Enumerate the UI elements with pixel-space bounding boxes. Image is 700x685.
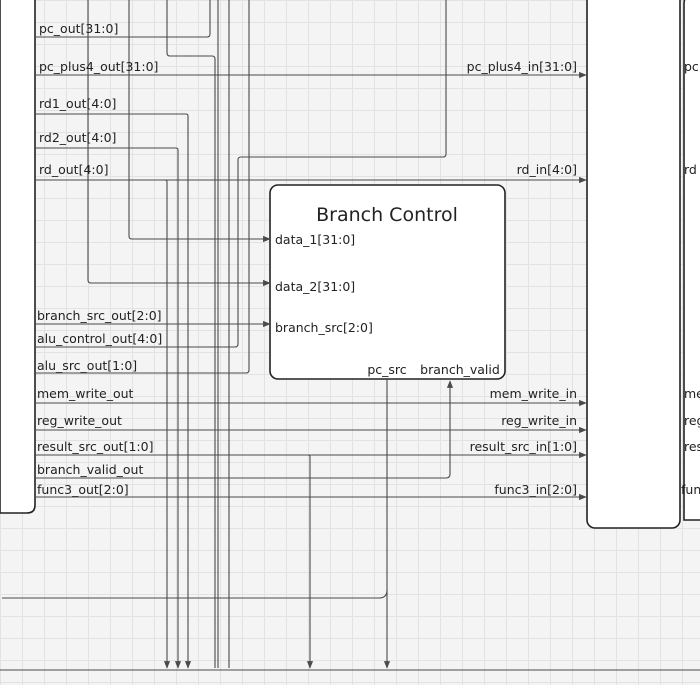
- wires-upward: [35, 0, 447, 668]
- input-port-label: branch_src[2:0]: [275, 320, 373, 335]
- far-right-pipeline-register[interactable]: [683, 0, 700, 521]
- port-label: branch_valid_out: [37, 462, 143, 477]
- wires-into-branch-control: [35, 0, 271, 328]
- port-label: pc_out[31:0]: [39, 21, 118, 36]
- left-pipeline-register[interactable]: [0, 0, 36, 514]
- wires-branch-control-outputs: [2, 379, 454, 669]
- port-label: branch_src_out[2:0]: [37, 308, 162, 323]
- port-label: rd1_out[4:0]: [39, 96, 116, 111]
- wires-to-bottom: [35, 0, 314, 669]
- port-label: func: [681, 482, 700, 497]
- port-label: reg_write_out: [37, 413, 122, 428]
- right-pipeline-register[interactable]: [586, 0, 681, 529]
- port-label: mem_write_out: [37, 386, 134, 401]
- port-label: pc_plus4_out[31:0]: [39, 59, 158, 74]
- port-label: func3_out[2:0]: [37, 482, 129, 497]
- port-label: res: [684, 439, 700, 454]
- port-label: mem_write_in: [490, 386, 577, 401]
- port-label: alu_control_out[4:0]: [37, 331, 162, 346]
- input-port-label: data_1[31:0]: [275, 232, 355, 247]
- port-label: rd_in[4:0]: [517, 162, 577, 177]
- port-label: reg_write_in: [501, 413, 577, 428]
- port-label: pc_plus4_in[31:0]: [467, 59, 577, 74]
- port-label: pc: [684, 59, 699, 74]
- port-label: rd_out[4:0]: [39, 162, 108, 177]
- right-port-labels: pc_plus4_in[31:0] rd_in[4:0] mem_write_i…: [467, 59, 577, 497]
- output-port-label: pc_src: [367, 362, 406, 377]
- port-label: alu_src_out[1:0]: [37, 358, 137, 373]
- branch-control-title: Branch Control: [316, 204, 458, 226]
- port-label: result_src_in[1:0]: [470, 439, 577, 454]
- left-port-labels: pc_out[31:0] pc_plus4_out[31:0] rd1_out[…: [37, 21, 162, 497]
- port-label: func3_in[2:0]: [494, 482, 577, 497]
- output-port-label: branch_valid: [420, 362, 500, 377]
- port-label: rd2_out[4:0]: [39, 130, 116, 145]
- input-port-label: data_2[31:0]: [275, 279, 355, 294]
- far-right-clipped-labels: pc rd me reg res func: [681, 59, 700, 497]
- port-label: me: [684, 386, 700, 401]
- port-label: reg: [684, 413, 700, 428]
- port-label: rd: [684, 162, 697, 177]
- branch-control-labels: Branch Control data_1[31:0] data_2[31:0]…: [275, 204, 500, 377]
- port-label: result_src_out[1:0]: [37, 439, 153, 454]
